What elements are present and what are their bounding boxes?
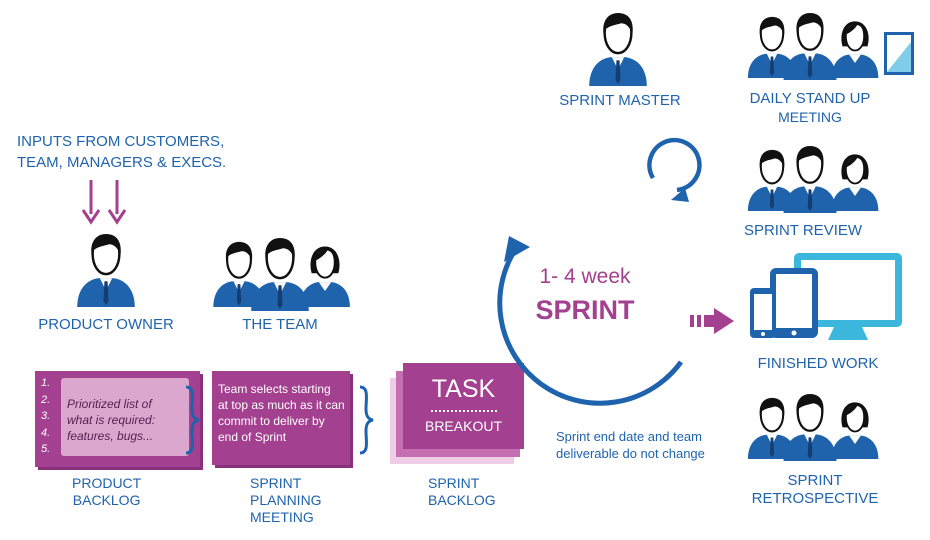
- brace-icon: [359, 385, 374, 455]
- team-label: THE TEAM: [242, 316, 318, 333]
- sprint-retrospective-label-2: RETROSPECTIVE: [751, 490, 879, 507]
- planning-text-line: at top as much as it can: [218, 398, 345, 412]
- inputs-line-2: TEAM, MANAGERS & EXECS.: [17, 154, 227, 171]
- backlog-number: 3.: [41, 410, 51, 422]
- finished-work-label: FINISHED WORK: [757, 355, 879, 372]
- sprint-review-label: SPRINT REVIEW: [743, 222, 863, 239]
- daily-standup-icon: [746, 12, 880, 80]
- tablet-icon: [884, 32, 914, 75]
- backlog-number: 2.: [41, 393, 51, 406]
- sprint-duration: 1- 4 week: [539, 265, 631, 288]
- daily-standup-label-1: DAILY STAND UP: [749, 90, 871, 107]
- backlog-note-line: what is required:: [67, 413, 156, 427]
- sprint-backlog-label-1: SPRINT: [428, 475, 480, 491]
- sprint-planning-label-3: MEETING: [250, 509, 314, 525]
- devices-icon: [750, 253, 902, 340]
- task-title: TASK: [431, 375, 496, 403]
- sprint-planning-label: SPRINT PLANNING MEETING: [250, 475, 322, 526]
- product-backlog-label-1: PRODUCT: [72, 475, 142, 491]
- sprint-backlog-label-2: BACKLOG: [428, 492, 496, 508]
- task-subtitle: BREAKOUT: [424, 418, 502, 434]
- planning-text-line: commit to deliver by: [218, 414, 325, 428]
- daily-standup-label-2: MEETING: [778, 109, 842, 125]
- sprint-retrospective-label-1: SPRINT: [787, 472, 843, 489]
- product-owner-icon: [75, 233, 137, 307]
- sprint-planning-card: Team selects starting at top as much as …: [212, 371, 350, 465]
- daily-standup-label: DAILY STAND UP MEETING: [735, 90, 885, 126]
- sprint-master-label: SPRINT MASTER: [559, 92, 681, 109]
- inputs-arrows: [81, 180, 127, 225]
- sprint-label: SPRINT: [535, 295, 635, 325]
- planning-text-line: Team selects starting: [218, 382, 331, 396]
- sprint-review-icon: [746, 145, 880, 213]
- backlog-note-line: features, bugs...: [67, 429, 154, 443]
- backlog-note: Prioritized list of what is required: fe…: [61, 378, 189, 456]
- sprint-note-line-2: deliverable do not change: [556, 446, 705, 461]
- team-icon: [212, 237, 351, 311]
- sprint-note: Sprint end date and team deliverable do …: [556, 428, 705, 462]
- product-backlog-label-2: BACKLOG: [72, 492, 141, 508]
- sprint-retrospective-label: SPRINT RETROSPECTIVE: [740, 472, 890, 508]
- sprint-planning-label-2: PLANNING: [250, 492, 322, 508]
- sprint-note-line-1: Sprint end date and team: [556, 429, 702, 444]
- daily-cycle-arrow: [647, 137, 702, 202]
- inputs-text: INPUTS FROM CUSTOMERS, TEAM, MANAGERS & …: [17, 131, 226, 173]
- task-divider: [431, 410, 497, 412]
- sprint-master-icon: [587, 12, 649, 86]
- product-backlog-card: 1. 2. 3. 4. 5. Prioritized list of what …: [35, 371, 200, 467]
- task-card: TASK BREAKOUT: [403, 363, 524, 449]
- backlog-number: 5.: [41, 443, 51, 455]
- product-backlog-label: PRODUCT BACKLOG: [72, 475, 141, 509]
- sprint-planning-label-1: SPRINT: [250, 475, 302, 491]
- backlog-numbers: 1. 2. 3. 4. 5.: [41, 375, 50, 458]
- sprint-cycle-arrow: [497, 236, 684, 406]
- planning-text-line: end of Sprint: [218, 430, 287, 444]
- backlog-number: 4.: [41, 426, 51, 439]
- sprint-retrospective-icon: [746, 393, 880, 461]
- output-arrow: [690, 308, 734, 334]
- inputs-line-1: INPUTS FROM CUSTOMERS,: [17, 133, 225, 150]
- backlog-note-line: Prioritized list of: [67, 397, 152, 411]
- backlog-number: 1.: [41, 377, 51, 389]
- product-owner-label: PRODUCT OWNER: [38, 316, 174, 333]
- brace-icon: [185, 385, 200, 455]
- sprint-backlog-label: SPRINT BACKLOG: [428, 475, 496, 509]
